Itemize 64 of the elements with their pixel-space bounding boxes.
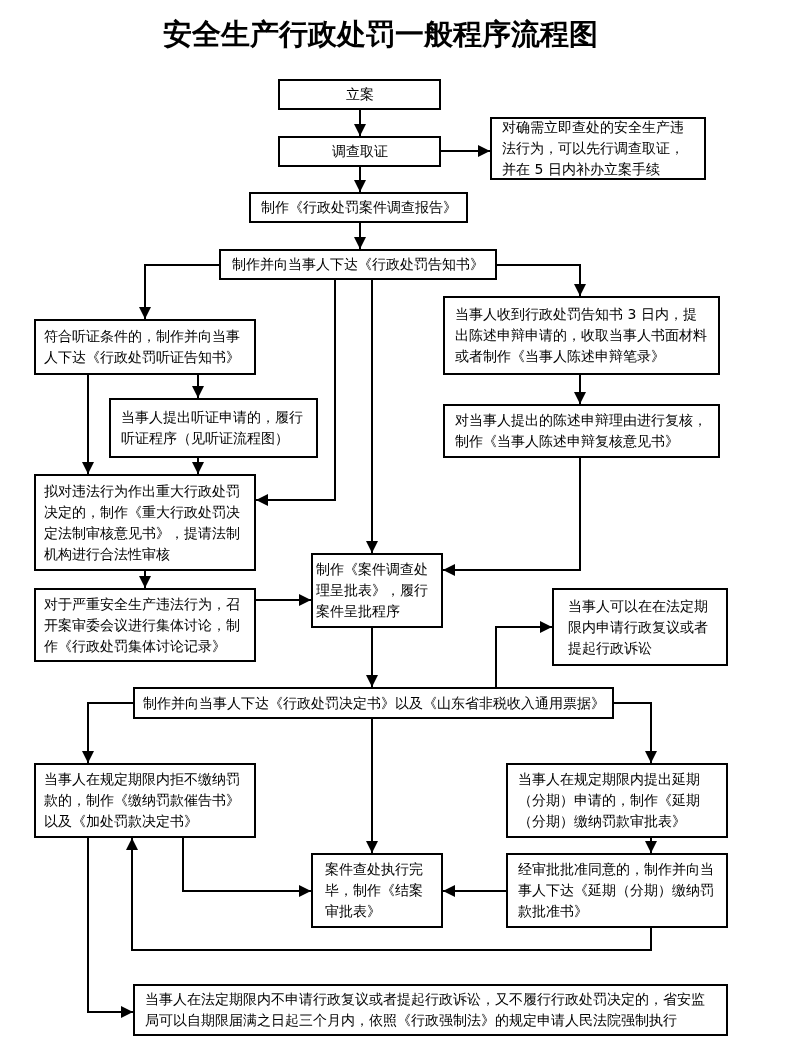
arrow xyxy=(139,264,220,320)
process-box xyxy=(443,404,720,458)
arrow xyxy=(440,145,491,157)
arrow xyxy=(182,837,312,897)
box-text: 对于严重安全生产违法行为，召开案审委会议进行集体讨论，制作《行政处罚集体讨论记录》 xyxy=(44,594,241,656)
process-box xyxy=(249,192,468,223)
arrow xyxy=(82,702,134,764)
arrow xyxy=(87,837,134,1018)
box-text: 制作《行政处罚案件调查报告》 xyxy=(260,198,457,217)
process-box xyxy=(311,853,443,928)
arrow xyxy=(496,264,586,297)
process-box xyxy=(443,296,720,375)
arrow xyxy=(354,166,366,193)
arrow xyxy=(366,718,378,854)
box-text: 当事人在规定期限内拒不缴纳罚款的，制作《缴纳罚款催告书》以及《加处罚款决定书》 xyxy=(44,770,241,831)
arrow xyxy=(442,885,507,897)
arrow xyxy=(192,374,204,399)
arrow xyxy=(366,627,378,688)
box-text: 制作并向当事人下达《行政处罚决定书》以及《山东省非税收入通用票据》 xyxy=(142,693,605,713)
box-text: 立案 xyxy=(345,85,374,104)
arrow xyxy=(139,570,151,589)
process-box xyxy=(219,249,497,280)
box-text: 符合听证条件的，制作并向当事人下达《行政处罚听证告知书》 xyxy=(44,327,241,367)
arrow xyxy=(574,374,586,405)
process-box xyxy=(506,853,728,928)
process-box xyxy=(133,687,614,719)
box-text: 制作并向当事人下达《行政处罚告知书》 xyxy=(232,255,484,274)
arrow xyxy=(495,621,553,688)
process-box xyxy=(311,553,443,628)
box-text: 经审批批准同意的，制作并向当事人下达《延期（分期）缴纳罚款批准书》 xyxy=(518,860,715,921)
arrow xyxy=(645,837,657,854)
box-text: 当事人可以在在法定期限内申请行政复议或者提起行政诉讼 xyxy=(568,596,709,658)
process-box xyxy=(109,398,318,458)
box-text: 对确需立即查处的安全生产违法行为，可以先行调查取证，并在 5 日内补办立案手续 xyxy=(502,118,685,179)
arrow xyxy=(613,702,657,764)
process-box xyxy=(34,474,256,571)
process-box xyxy=(506,763,728,838)
box-text: 当事人在法定期限内不申请行政复议或者提起行政诉讼，又不履行行政处罚决定的，省安监局可以自期限届满之日起三个月内，依照《行政强制法》的规定申请人民法院强制执行 xyxy=(145,990,706,1030)
box-text: 案件查处执行完毕，制作《结案审批表》 xyxy=(325,860,424,921)
box-text: 制作《案件调查处理呈批表》，履行案件呈批程序 xyxy=(316,560,429,621)
process-box xyxy=(278,79,441,110)
title: 安全生产行政处罚一般程序流程图 xyxy=(161,16,599,53)
arrow xyxy=(442,457,581,576)
box-text: 当事人提出听证申请的，履行听证程序（见听证流程图） xyxy=(121,408,304,448)
box-text: 拟对违法行为作出重大行政处罚决定的，制作《重大行政处罚决定法制审核意见书》，提请法制机构进行合法性审核 xyxy=(44,481,241,564)
arrow xyxy=(82,374,94,475)
process-box xyxy=(490,117,706,180)
arrow xyxy=(126,837,652,951)
arrow xyxy=(255,279,336,506)
box-text: 对当事人提出的陈述申辩理由进行复核，制作《当事人陈述申辩复核意见书》 xyxy=(455,411,708,451)
arrow xyxy=(354,109,366,137)
process-box xyxy=(34,763,256,838)
box-text: 调查取证 xyxy=(331,142,388,161)
box-text: 当事人在规定期限内提出延期（分期）申请的，制作《延期（分期）缴纳罚款审批表》 xyxy=(518,770,701,831)
process-box xyxy=(34,319,256,375)
arrow xyxy=(192,457,204,475)
process-box xyxy=(552,588,728,666)
process-box xyxy=(278,136,441,167)
box-text: 当事人收到行政处罚告知书 3 日内，提出陈述申辩申请的，收取当事人书面材料或者制作《当事人陈述申辩笔录》 xyxy=(455,305,708,366)
arrow xyxy=(255,594,312,606)
arrow xyxy=(366,279,378,554)
process-box xyxy=(133,984,728,1036)
arrow xyxy=(354,222,366,250)
process-box xyxy=(34,588,256,662)
